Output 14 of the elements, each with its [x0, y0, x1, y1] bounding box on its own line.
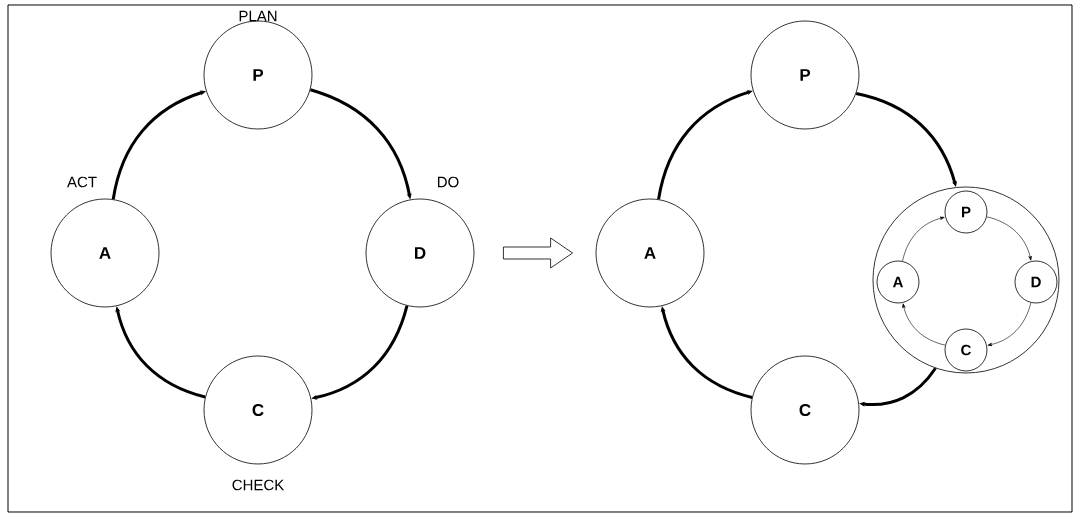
step-label: ACT — [67, 176, 97, 188]
arrow — [311, 305, 409, 400]
step-label: PLAN — [239, 10, 277, 22]
arrow — [859, 367, 937, 407]
arrow — [986, 216, 1032, 261]
arrow — [660, 306, 753, 399]
arrow — [987, 302, 1032, 347]
arrow — [902, 216, 945, 262]
arrow — [115, 306, 206, 399]
arrow — [657, 90, 753, 200]
arrow — [902, 303, 946, 346]
step-label: DO — [438, 176, 459, 188]
step-label: CHECK — [232, 479, 285, 491]
block-arrow — [503, 237, 573, 269]
